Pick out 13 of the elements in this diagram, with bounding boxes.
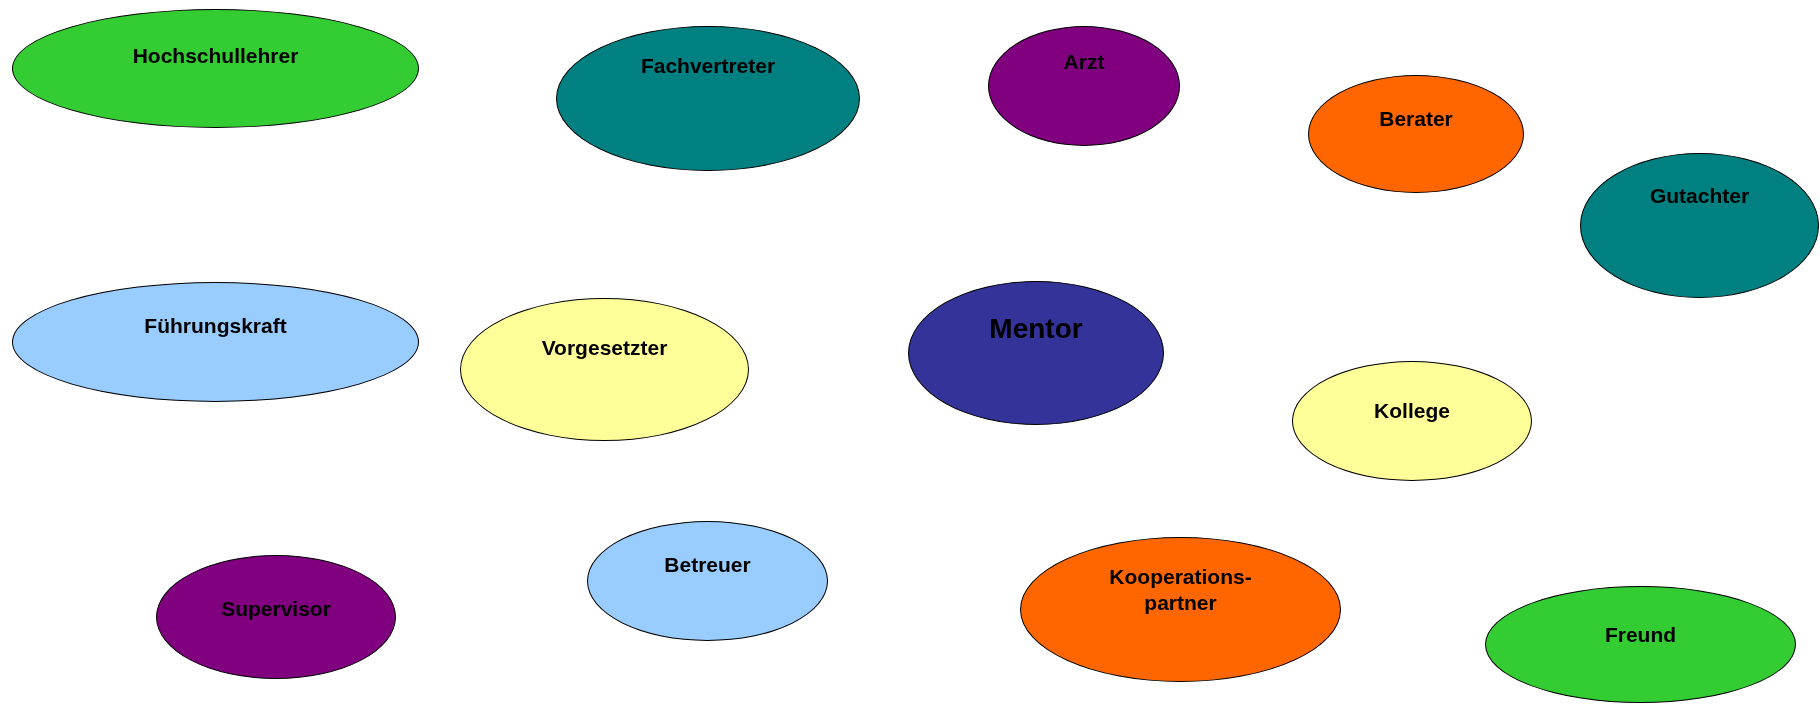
node-label: Freund <box>1604 622 1677 648</box>
node-label: Fachvertreter <box>640 53 776 79</box>
node-label: Kooperations- partner <box>1108 564 1253 617</box>
node-label: Vorgesetzter <box>541 335 668 361</box>
node-label: Führungskraft <box>144 313 287 339</box>
node-label: Mentor <box>989 312 1083 346</box>
node-label: Kollege <box>1374 398 1450 424</box>
node-label: Hochschullehrer <box>132 43 299 69</box>
node-label: Berater <box>1379 106 1453 132</box>
node-label: Supervisor <box>221 596 331 622</box>
node-label: Gutachter <box>1649 183 1750 209</box>
node-label: Arzt <box>1063 49 1105 75</box>
node-label: Betreuer <box>664 552 751 578</box>
